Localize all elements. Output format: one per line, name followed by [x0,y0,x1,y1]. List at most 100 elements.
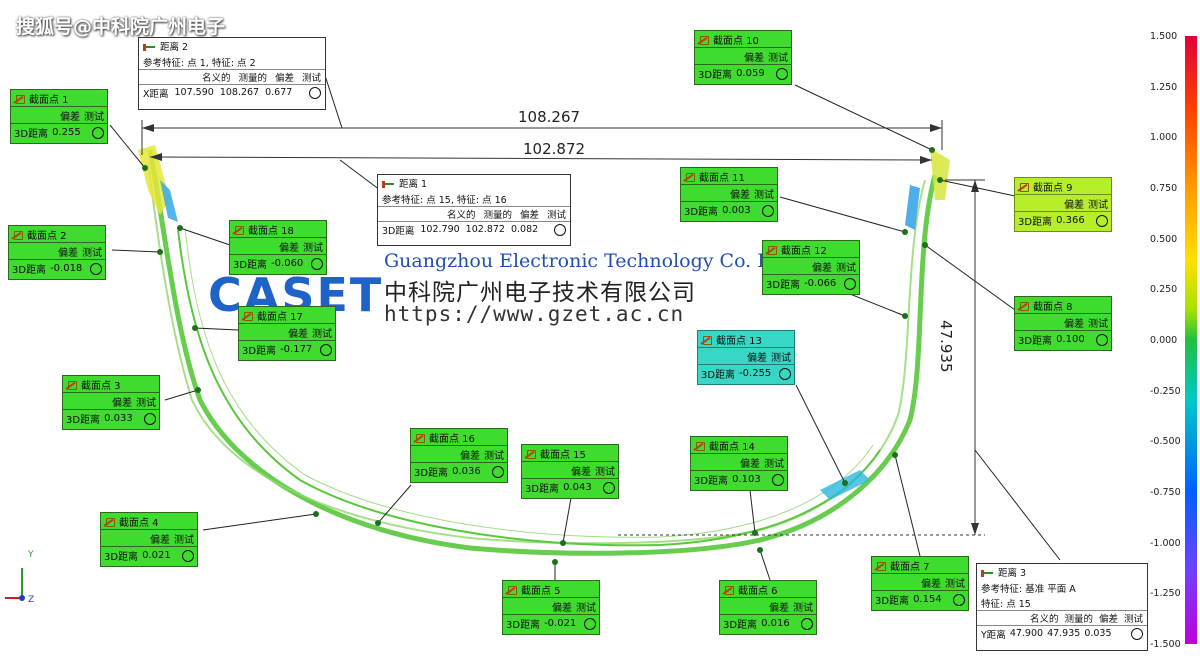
probe-value: -0.021 [544,618,577,629]
scale-tick-label: 0.000 [1150,335,1178,346]
probe-title: 截面点 1 [29,94,69,106]
distance-ref: 参考特征: 点 15, 特征: 点 16 [382,194,507,206]
scale-tick-label: 1.250 [1150,81,1178,93]
col-test: 测试 [1123,614,1143,625]
probe-col-deviation: 偏差 [571,466,591,478]
test-status-icon [92,126,104,139]
probe-measure-label: 3D距离 [242,346,277,357]
probe-title: 截面点 3 [81,380,121,392]
test-status-icon [90,262,102,275]
probe-col-test: 测试 [595,466,615,478]
probe-icon [1018,182,1029,192]
test-status-icon [144,412,156,425]
distance-box-3: 距离 3 参考特征: 基准 平面 A 特征: 点 15 名义的 测量的 偏差 测… [976,563,1148,651]
probe-col-test: 测试 [174,534,194,546]
probe-icon [684,172,695,182]
probe-col-deviation: 偏差 [1064,199,1084,211]
probe-value: 0.036 [452,466,481,477]
probe-col-deviation: 偏差 [769,602,789,614]
probe-col-test: 测试 [945,578,965,590]
probe-col-deviation: 偏差 [288,328,308,340]
col-deviation: 偏差 [519,210,539,221]
test-status-icon [603,481,615,494]
probe-measure-label: 3D距离 [414,468,449,479]
probe-col-test: 测试 [576,602,596,614]
probe-measure-label: 3D距离 [12,265,47,276]
distance-ref-2: 特征: 点 15 [981,598,1031,610]
scale-tick-label: -1.500 [1150,639,1181,650]
probe-col-test: 测试 [136,397,156,409]
scale-tick-label: 1.500 [1150,31,1178,42]
test-status-icon [311,257,323,270]
company-name-en: Guangzhou Electronic Technology Co. Ltd.… [384,250,850,272]
distance-icon [981,567,993,577]
col-nominal: 名义的 [446,210,476,221]
scale-tick-label: 0.500 [1150,233,1178,245]
scale-tick-label: -1.000 [1150,537,1181,549]
dim-arrow-47-bottom [971,523,979,535]
probe-col-test: 测试 [1088,199,1108,211]
distance-axis: Y距离 [981,629,1006,641]
probe-title: 截面点 10 [713,35,759,47]
probe-measure-label: 3D距离 [684,207,719,218]
distance-axis: X距离 [143,88,169,100]
dim-arrow-108-right [930,124,942,132]
test-status-icon [1131,627,1143,640]
distance-deviation: 0.082 [510,224,539,235]
probe-measure-label: 3D距离 [66,415,101,426]
probe-value: 0.033 [104,413,133,424]
distance-nominal: 47.900 [1009,628,1044,639]
probe-value: -0.018 [50,263,83,274]
test-status-icon [762,204,774,217]
probe-value: -0.066 [804,278,837,289]
probe-value: -0.060 [271,258,304,269]
distance-measured: 108.267 [219,87,260,98]
probe-measure-label: 3D距离 [1018,336,1053,347]
distance-title: 距离 1 [399,179,428,190]
probe-col-test: 测试 [312,328,332,340]
probe-title: 截面点 14 [709,441,755,453]
probe-col-test: 测试 [764,458,784,470]
test-status-icon [953,593,965,606]
probe-icon [12,230,23,240]
probe-col-test: 测试 [768,52,788,64]
dim-arrow-108-left [142,124,154,132]
probe-col-deviation: 偏差 [60,111,80,123]
probe-measure-label: 3D距离 [701,370,736,381]
part-inner-rib [177,229,881,547]
probe-icon [694,441,705,451]
probe-icon [525,449,536,459]
probe-title: 截面点 6 [738,585,778,597]
distance-icon [143,41,155,51]
dim-text-102: 102.872 [523,140,586,158]
scale-tick-label: 0.750 [1150,183,1178,194]
test-status-icon [772,473,784,486]
test-status-icon [1096,214,1108,227]
probe-icon [723,585,734,595]
probe-col-deviation: 偏差 [552,602,572,614]
probe-col-deviation: 偏差 [740,458,760,470]
test-status-icon [584,617,596,630]
probe-icon [701,335,712,345]
col-nominal: 名义的 [201,73,231,84]
probe-icon [242,311,253,321]
col-test: 测试 [546,210,566,221]
col-test: 测试 [301,73,321,84]
probe-col-test: 测试 [793,602,813,614]
probe-title: 截面点 4 [119,517,159,529]
company-url: https://www.gzet.ac.cn [384,302,685,326]
test-status-icon [320,343,332,356]
distance-measured: 47.935 [1047,628,1081,639]
probe-value: -0.177 [280,344,313,355]
probe-col-deviation: 偏差 [112,397,132,409]
